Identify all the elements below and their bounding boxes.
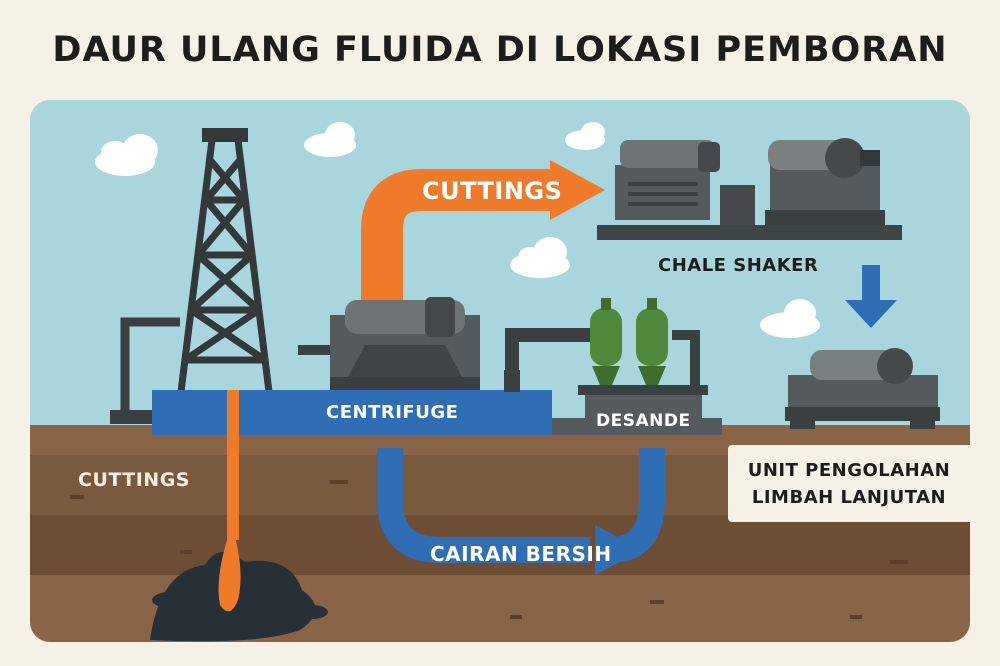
centrifuge-icon [298, 297, 480, 390]
page-title: DAUR ULANG FLUIDA DI LOKASI PEMBORAN [52, 30, 948, 70]
shale-shaker-icon [597, 138, 902, 240]
desande-label: DESANDE [596, 411, 691, 431]
cuttings-ground-label: CUTTINGS [78, 469, 190, 491]
cloud-icon [510, 237, 570, 278]
unit-pengolahan-box: UNIT PENGOLAHAN LIMBAH LANJUTAN [728, 445, 970, 522]
cairan-bersih-label: CAIRAN BERSIH [430, 542, 612, 566]
chale-shaker-label: CHALE SHAKER [658, 255, 819, 276]
cloud-icon [565, 122, 605, 150]
drilling-rig-icon [176, 139, 274, 401]
unit-label-line2: LIMBAH LANJUTAN [751, 486, 947, 508]
centrifuge-label: CENTRIFUGE [326, 402, 459, 423]
desander-tank-icon [578, 298, 708, 435]
cloud-icon [304, 122, 356, 157]
cuttings-flow-label: CUTTINGS [422, 177, 563, 205]
waste-treatment-unit-icon [785, 348, 940, 429]
unit-label-line1: UNIT PENGOLAHAN [747, 459, 951, 481]
diagram-panel: CUTTINGS CHALE SHAKER CENTRIFUGE DESANDE… [30, 100, 970, 642]
cloud-icon [760, 299, 820, 338]
cloud-icon [95, 134, 158, 176]
